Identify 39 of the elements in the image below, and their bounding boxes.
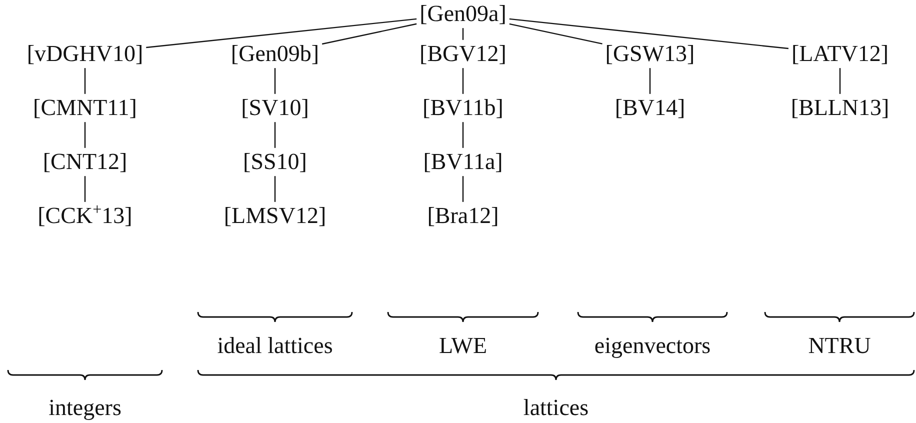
category-label: LWE (438, 334, 488, 358)
connector-line (322, 23, 417, 45)
connector-line (649, 68, 651, 94)
connector-line (274, 176, 276, 202)
citation-label: [vDGHV10] (26, 42, 144, 66)
citation-label: [BV11b] (422, 96, 504, 120)
citation-label: [SS10] (242, 150, 308, 174)
citation-label: [CNT12] (42, 150, 128, 174)
category-label: eigenvectors (594, 334, 711, 358)
connector-line (462, 28, 464, 40)
citation-label: [Gen09b] (230, 42, 320, 66)
connector-line (839, 68, 841, 94)
connector-line (146, 18, 417, 48)
citation-label: [CMNT11] (32, 96, 138, 120)
citation-label: [LMSV12] (222, 204, 328, 228)
connector-line (84, 68, 86, 94)
citation-label: [BGV12] (418, 42, 508, 66)
connector-line (509, 18, 789, 50)
citation-label: [LATV12] (790, 42, 890, 66)
citation-label: [SV10] (240, 96, 310, 120)
connector-line (84, 176, 86, 202)
connector-line (274, 122, 276, 148)
citation-label: [BV11a] (422, 150, 504, 174)
connector-line (509, 23, 602, 44)
citation-label: [CCK$^{+}$13] (36, 204, 134, 228)
citation-label: [Gen09a] (418, 2, 508, 26)
category-label: integers (48, 396, 122, 420)
connector-line (274, 68, 276, 94)
citation-label: [GSW13] (604, 42, 696, 66)
connector-line (462, 68, 464, 94)
connector-line (462, 176, 464, 202)
category-label: ideal lattices (217, 334, 333, 358)
connector-line (84, 122, 86, 148)
citation-label: [BLLN13] (790, 96, 890, 120)
citation-label: [BV14] (614, 96, 686, 120)
citation-label: [Bra12] (426, 204, 500, 228)
category-label: NTRU (808, 334, 871, 358)
connector-line (462, 122, 464, 148)
category-label: lattices (523, 396, 589, 420)
